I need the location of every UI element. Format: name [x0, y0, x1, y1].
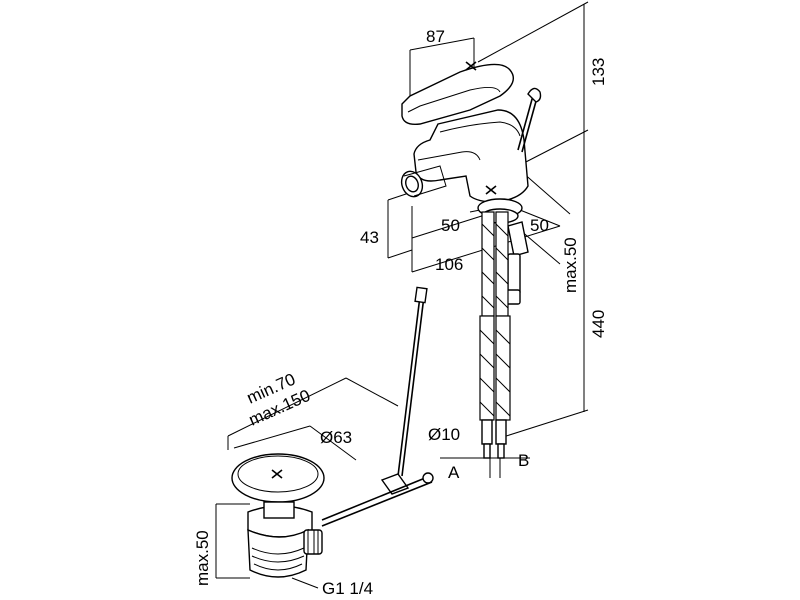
pop-up-waste: [231, 453, 325, 578]
label-plug-diameter: Ø63: [320, 428, 352, 447]
supply-hoses: [479, 211, 511, 459]
label-spout-offset: 50: [441, 216, 460, 235]
label-handle-width: 87: [426, 27, 445, 46]
spout-nozzle: [400, 165, 447, 198]
pop-up-rod: [321, 286, 434, 527]
label-rear-offset: 50: [530, 216, 549, 235]
dimension-labels: 87 133 43 50 50 106 max.50 440 Ø10 A B m…: [193, 27, 608, 598]
mixer-handle: [401, 61, 514, 126]
label-hose-length: 440: [589, 310, 608, 338]
label-thread: G1 1/4: [322, 579, 373, 598]
label-connection-a: A: [448, 463, 460, 482]
label-hose-diameter: Ø10: [428, 425, 460, 444]
label-spout-reach: 106: [435, 255, 463, 274]
label-waste-height: max.50: [193, 530, 212, 586]
pop-up-lever: [517, 87, 542, 153]
label-connection-b: B: [518, 451, 529, 470]
label-top-height: 133: [589, 58, 608, 86]
label-max-rear: max.50: [561, 237, 580, 293]
label-spout-height: 43: [360, 228, 379, 247]
faucet-body: [413, 109, 529, 203]
